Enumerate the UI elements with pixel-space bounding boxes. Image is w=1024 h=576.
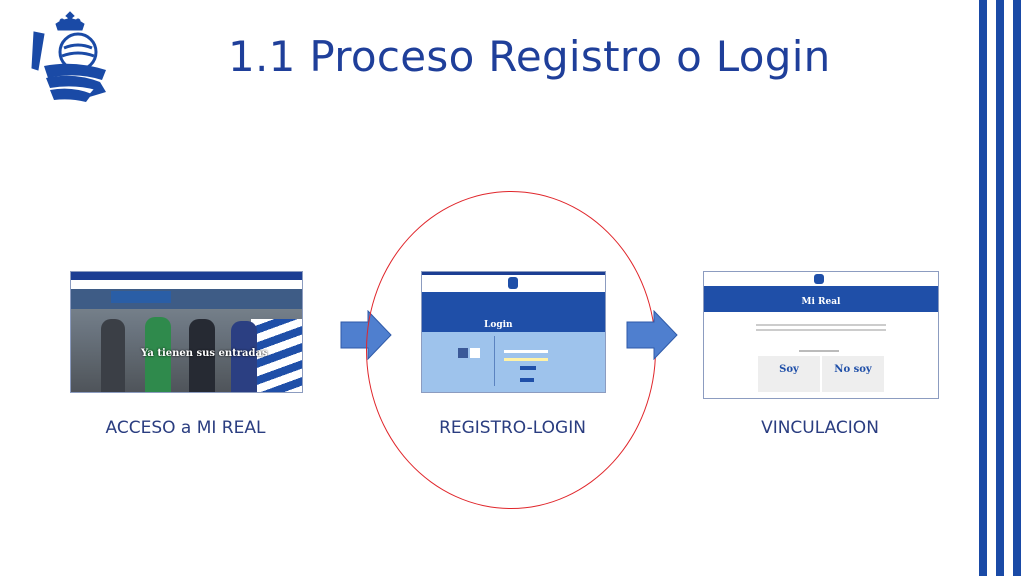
screenshot-headline: Ya tienen sus entradas bbox=[141, 348, 268, 359]
step-2-caption: REGISTRO-LOGIN bbox=[439, 418, 586, 438]
decorative-stripe bbox=[996, 0, 1004, 576]
screenshot-banner bbox=[422, 292, 605, 332]
arrow-right-icon bbox=[626, 310, 678, 360]
screenshot-header bbox=[71, 280, 302, 289]
screenshot-login-title: Login bbox=[484, 320, 513, 330]
screenshot-nav-bar bbox=[71, 272, 302, 280]
screenshot-mireal-title: Mi Real bbox=[801, 297, 841, 307]
club-crest-logo bbox=[31, 11, 106, 102]
slide-title: 1.1 Proceso Registro o Login bbox=[228, 32, 831, 81]
step-3-screenshot: Mi Real Soy No soy bbox=[703, 271, 939, 399]
step-2-screenshot: Login bbox=[421, 271, 606, 393]
screenshot-banner bbox=[704, 286, 938, 312]
screenshot-soy-card: Soy bbox=[758, 356, 820, 392]
step-1-screenshot: Ya tienen sus entradas bbox=[70, 271, 303, 393]
decorative-stripe bbox=[979, 0, 987, 576]
step-1-caption: ACCESO a MI REAL bbox=[105, 418, 266, 438]
step-3-caption: VINCULACION bbox=[761, 418, 879, 438]
screenshot-form-area bbox=[422, 332, 605, 392]
decorative-stripe bbox=[1013, 0, 1021, 576]
screenshot-header bbox=[704, 272, 938, 286]
screenshot-photo bbox=[71, 289, 302, 392]
screenshot-nosoy-card: No soy bbox=[822, 356, 884, 392]
screenshot-header bbox=[422, 272, 605, 292]
